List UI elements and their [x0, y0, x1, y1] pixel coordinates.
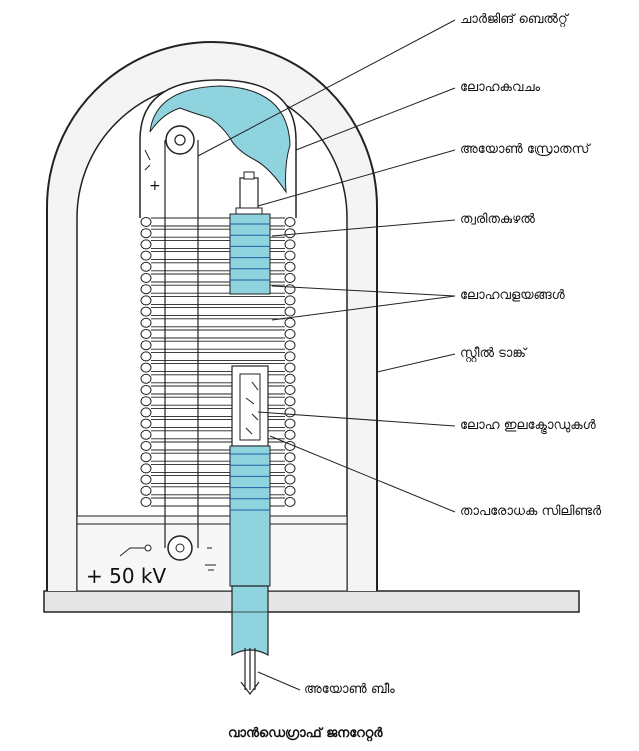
ring-coil-left: [140, 273, 152, 283]
ring-coil-left: [140, 373, 152, 384]
ring-coil-right: [284, 362, 296, 373]
ring-coil-right: [284, 485, 296, 496]
ion-beam-arrows: [240, 648, 260, 695]
ring-coil-left: [140, 351, 152, 362]
ring-coil-right: [284, 351, 296, 362]
ring-coil-left: [140, 396, 152, 407]
ring-coil-left: [140, 250, 152, 261]
ring-coil-right: [284, 452, 296, 463]
ring-coil-left: [140, 407, 152, 418]
diagram-caption: വാൻഡെഗ്രാഫ് ജനറേറ്റർ: [228, 726, 383, 741]
ring-coil-left: [140, 452, 152, 463]
ring-coil-left: [140, 306, 152, 317]
ring-coil-left: [140, 429, 152, 440]
ring-coil-right: [284, 261, 296, 272]
plus-sign: +: [149, 178, 161, 194]
ring-coil-right: [284, 407, 296, 418]
label-metal-rings: ലോഹവളയങ്ങൾ: [460, 288, 565, 303]
ring-coil-left: [140, 497, 152, 507]
ring-coil-left: [140, 284, 152, 295]
ring-coil-right: [284, 239, 296, 250]
base-plate: [43, 590, 580, 613]
ring-coil-left: [140, 485, 152, 496]
ring-coil-right: [284, 228, 296, 239]
ring-coil-right: [284, 340, 296, 351]
label-steel-tank: സ്റ്റീൽ ടാങ്ക്: [460, 346, 526, 361]
ring-coil-right: [284, 418, 296, 429]
ring-coil-right: [284, 317, 296, 328]
leader-lines: [197, 19, 456, 691]
ring-coil-right: [284, 385, 296, 395]
ring-coil-left: [140, 295, 152, 306]
ion-beam-pipe: [231, 585, 269, 657]
ring-coil-left: [140, 239, 152, 250]
ring-coil-right: [284, 306, 296, 317]
metal-rings-left: [140, 217, 152, 507]
ring-coil-right: [284, 295, 296, 306]
ring-coil-right: [284, 474, 296, 485]
ring-coil-left: [140, 261, 152, 272]
ring-coil-left: [140, 217, 152, 227]
metal-shell-fill: [149, 85, 291, 194]
ring-coil-left: [140, 385, 152, 395]
ring-coil-right: [284, 429, 296, 440]
label-ion-source: അയോൺ സ്രോതസ്: [460, 142, 590, 157]
label-ion-beam: അയോൺ ബീം: [304, 682, 395, 697]
ring-coil-right: [284, 250, 296, 261]
ring-coil-right: [284, 329, 296, 339]
metal-rings-right: [284, 217, 296, 507]
ring-coil-left: [140, 418, 152, 429]
voltage-label: + 50 kV: [86, 564, 167, 588]
ring-coil-left: [140, 329, 152, 339]
ion-source: [239, 177, 259, 211]
ring-coil-left: [140, 228, 152, 239]
ring-coil-left: [140, 463, 152, 474]
ring-coil-left: [140, 340, 152, 351]
ring-coil-right: [284, 273, 296, 283]
ring-coil-right: [284, 217, 296, 227]
accelerating-tube: [229, 213, 271, 295]
ring-coil-left: [140, 317, 152, 328]
label-insulating-cylinder: താപരോധക സിലിണ്ടർ: [460, 504, 602, 519]
ring-coil-right: [284, 396, 296, 407]
label-metal-shell: ലോഹകവചം: [460, 80, 541, 95]
ring-coil-left: [140, 474, 152, 485]
ring-coil-right: [284, 284, 296, 295]
label-accelerating-tube: ത്വരിതകുഴൽ: [460, 212, 535, 227]
ring-coil-right: [284, 497, 296, 507]
insulating-cylinder: [229, 445, 271, 587]
ring-coil-right: [284, 373, 296, 384]
ring-coil-left: [140, 441, 152, 451]
bottom-compartment: [76, 515, 348, 592]
label-charging-belt: ചാർജിങ് ബെൽറ്റ്: [460, 12, 568, 27]
label-metal-electrodes: ലോഹ ഇലക്ട്രോഡുകൾ: [460, 418, 596, 433]
ring-coil-right: [284, 463, 296, 474]
ring-coil-left: [140, 362, 152, 373]
